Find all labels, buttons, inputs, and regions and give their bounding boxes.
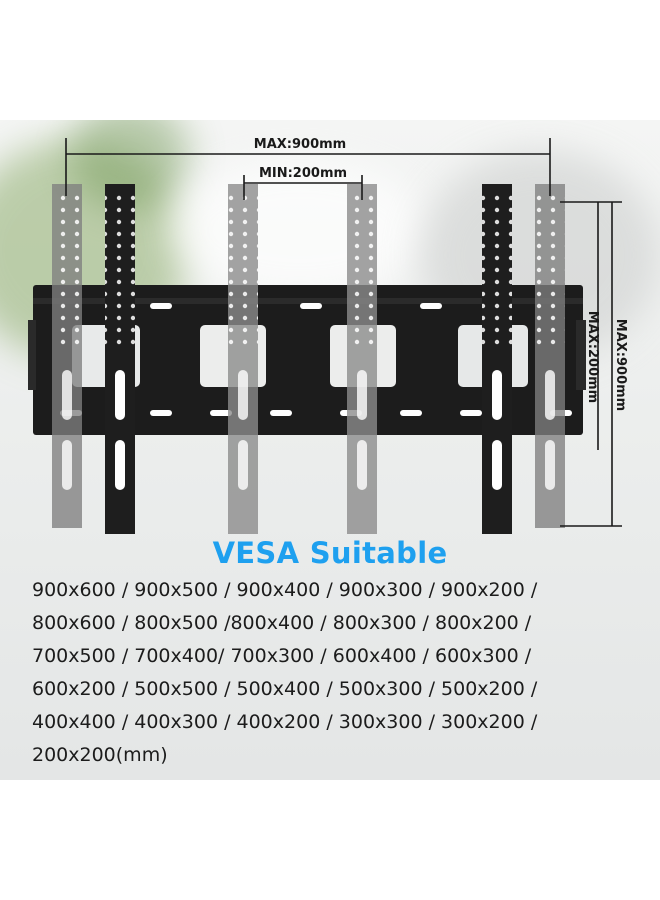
wall-mount-diagram: MAX:900mm MIN:200mm MAX:900mm MAX:200mm: [28, 137, 628, 534]
min-width-label: MIN:200mm: [259, 166, 347, 181]
vesa-size-list: 900x600 / 900x500 / 900x400 / 900x300 / …: [32, 574, 632, 772]
arm-center-right: [347, 184, 377, 534]
vesa-title: VESA Suitable: [212, 536, 448, 570]
arm-right-outer: [535, 184, 565, 528]
vesa-size-line: 600x200 / 500x500 / 500x400 / 500x300 / …: [32, 678, 538, 700]
min-height-label: MAX:200mm: [585, 311, 600, 403]
vesa-size-line: 400x400 / 400x300 / 400x200 / 300x300 / …: [32, 711, 538, 733]
product-photo: MAX:900mm MIN:200mm MAX:900mm MAX:200mm …: [0, 120, 660, 780]
vesa-size-line: 200x200(mm): [32, 744, 168, 766]
vesa-size-line: 700x500 / 700x400/ 700x300 / 600x400 / 6…: [32, 645, 532, 667]
vesa-size-line: 900x600 / 900x500 / 900x400 / 900x300 / …: [32, 579, 538, 601]
arm-right-inner: [482, 184, 512, 534]
dimension-lines: [65, 138, 622, 527]
arm-center-left: [228, 184, 258, 534]
max-width-label: MAX:900mm: [254, 137, 346, 152]
arm-left-inner: [105, 184, 135, 534]
arm-left-outer: [52, 184, 82, 528]
max-height-label: MAX:900mm: [613, 319, 628, 411]
mount-arms: [52, 184, 565, 534]
vesa-size-line: 800x600 / 800x500 /800x400 / 800x300 / 8…: [32, 612, 532, 634]
